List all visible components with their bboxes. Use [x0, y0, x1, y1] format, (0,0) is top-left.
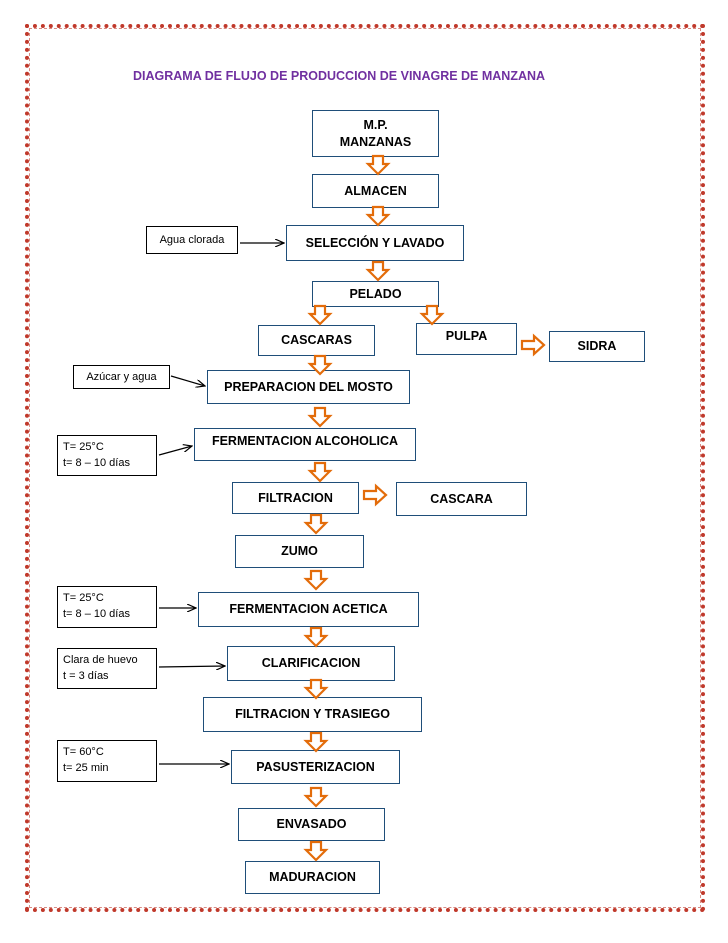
input-clarificacion-conditions: Clara de huevo t = 3 días	[57, 648, 157, 689]
step-clarificacion: CLARIFICACION	[227, 646, 395, 681]
flow-arrow-down-icon	[308, 461, 332, 483]
flow-arrow-down-icon	[304, 731, 328, 753]
step-fermentacion-acetica: FERMENTACION ACETICA	[198, 592, 419, 627]
step-mp-label: M.P.	[363, 117, 388, 132]
step-cascaras: CASCARAS	[258, 325, 375, 356]
input-arrow-icon	[170, 375, 205, 386]
flow-arrow-down-icon	[308, 304, 332, 326]
decorative-border-inner	[29, 28, 701, 908]
step-cascara: CASCARA	[396, 482, 527, 516]
ferm-acet-temp: T= 25°C	[63, 592, 104, 604]
step-pasteurizacion: PASUSTERIZACION	[231, 750, 400, 784]
flow-arrow-down-icon	[308, 406, 332, 428]
step-seleccion-lavado: SELECCIÓN Y LAVADO	[286, 225, 464, 261]
clarif-agent: Clara de huevo	[63, 654, 138, 666]
past-time: t= 25 min	[63, 762, 109, 774]
clarif-time: t = 3 días	[63, 670, 109, 682]
flow-arrow-down-icon	[366, 154, 390, 176]
flow-arrow-down-icon	[366, 260, 390, 282]
flow-arrow-down-icon	[304, 569, 328, 591]
flow-arrow-down-icon	[420, 304, 444, 326]
flow-arrow-down-icon	[304, 678, 328, 700]
input-arrow-icon	[158, 666, 225, 667]
step-mp-manzanas: M.P. MANZANAS	[312, 110, 439, 157]
step-preparacion-mosto: PREPARACION DEL MOSTO	[207, 370, 410, 404]
flow-arrow-right-icon	[520, 334, 546, 356]
step-pulpa: PULPA	[416, 323, 517, 355]
diagram-title: DIAGRAMA DE FLUJO DE PRODUCCION DE VINAG…	[133, 69, 546, 83]
input-ferm-acetica-conditions: T= 25°C t= 8 – 10 días	[57, 586, 157, 628]
flow-arrow-down-icon	[304, 626, 328, 648]
flow-arrow-down-icon	[304, 786, 328, 808]
flow-arrow-down-icon	[366, 205, 390, 227]
step-pelado: PELADO	[312, 281, 439, 307]
flow-arrow-right-icon	[362, 484, 388, 506]
input-pasteurizacion-conditions: T= 60°C t= 25 min	[57, 740, 157, 782]
flow-arrow-down-icon	[304, 840, 328, 862]
step-filtracion: FILTRACION	[232, 482, 359, 514]
input-azucar-agua: Azúcar y agua	[73, 365, 170, 389]
step-sidra: SIDRA	[549, 331, 645, 362]
step-manzanas-label: MANZANAS	[339, 134, 412, 149]
past-temp: T= 60°C	[63, 746, 104, 758]
step-almacen: ALMACEN	[312, 174, 439, 208]
input-arrow-icon	[158, 446, 192, 456]
flow-arrow-down-icon	[308, 354, 332, 376]
step-maduracion: MADURACION	[245, 861, 380, 894]
input-agua-clorada: Agua clorada	[146, 226, 238, 254]
ferm-acet-time: t= 8 – 10 días	[63, 608, 130, 620]
input-ferm-alcoholica-conditions: T= 25°C t= 8 – 10 días	[57, 435, 157, 476]
ferm-alc-temp: T= 25°C	[63, 441, 104, 453]
step-envasado: ENVASADO	[238, 808, 385, 841]
flow-arrow-down-icon	[304, 513, 328, 535]
ferm-alc-time: t= 8 – 10 días	[63, 457, 130, 469]
decorative-border	[25, 24, 705, 912]
step-fermentacion-alcoholica: FERMENTACION ALCOHOLICA	[194, 428, 416, 461]
step-zumo: ZUMO	[235, 535, 364, 568]
step-filtracion-trasiego: FILTRACION Y TRASIEGO	[203, 697, 422, 732]
